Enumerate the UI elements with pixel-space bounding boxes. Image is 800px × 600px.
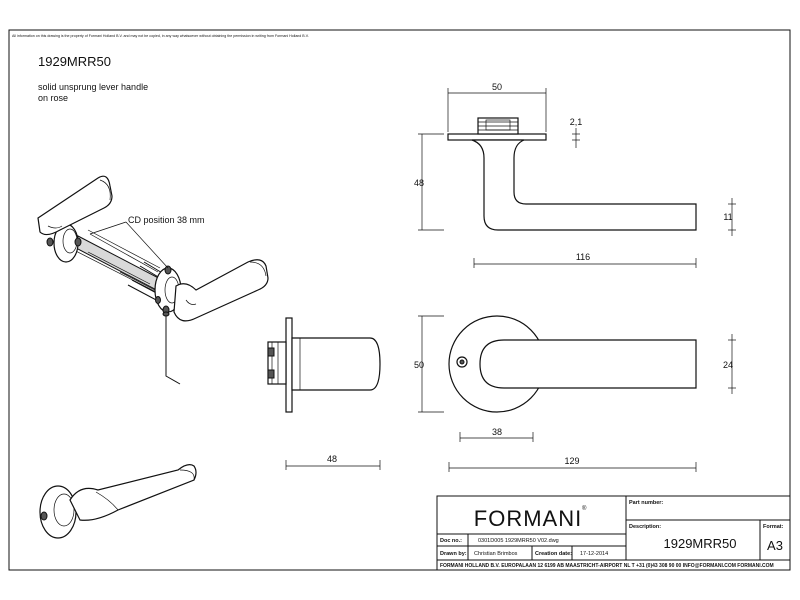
exploded-view <box>37 175 269 385</box>
dim-side-rose-height: 50 <box>414 360 424 370</box>
front-view-lever <box>479 339 697 389</box>
description-label: Description: <box>629 524 661 530</box>
right-lever <box>173 259 269 322</box>
drawn-by-value: Christian Brimbos <box>474 551 518 557</box>
format-value: A3 <box>767 538 783 553</box>
side-view: 48 <box>267 317 381 470</box>
doc-no-label: Doc no.: <box>440 538 462 544</box>
top-view-lever <box>471 139 697 231</box>
dim-lever-thickness: 11 <box>723 212 732 222</box>
company-address: FORMANI HOLLAND B.V. EUROPALAAN 12 6199 … <box>440 563 774 569</box>
perspective-lever <box>69 464 197 521</box>
description-value: 1929MRR50 <box>664 536 737 551</box>
brand-logo: FORMANI <box>474 506 582 531</box>
creation-date-value: 17-12-2014 <box>580 551 608 557</box>
doc-no-value: 0301D005 1929MRR50 V02.dwg <box>478 538 559 544</box>
product-description-line1: solid unsprung lever handle <box>38 82 148 92</box>
dim-side-depth: 48 <box>327 454 337 464</box>
format-label: Format: <box>763 524 784 530</box>
top-view-rose-plate <box>447 133 547 141</box>
creation-date-label: Creation date: <box>535 551 572 557</box>
brand-registered-mark: ® <box>582 505 587 512</box>
dim-front-length: 129 <box>564 456 579 466</box>
product-description-line2: on rose <box>38 93 68 103</box>
top-view: 50 2,1 48 11 116 <box>414 82 736 268</box>
disclaimer-text: All information on this drawing is the p… <box>12 34 309 38</box>
side-view-rose-plate <box>285 317 293 413</box>
cd-position-callout: CD position 38 mm <box>89 215 205 269</box>
perspective-view <box>39 464 197 539</box>
front-view: 50 24 38 129 <box>414 315 736 472</box>
product-code: 1929MRR50 <box>38 54 111 69</box>
title-block: FORMANI ® Part number: Description: 1929… <box>436 495 791 571</box>
side-view-lever <box>291 337 381 391</box>
left-lever <box>37 175 113 236</box>
part-number-label: Part number: <box>629 500 663 506</box>
dim-front-offset: 38 <box>492 427 502 437</box>
drawn-by-label: Drawn by: <box>440 551 467 557</box>
drawing-frame <box>8 29 791 571</box>
dim-lever-length: 116 <box>576 252 590 262</box>
dim-rose-thickness: 2,1 <box>570 117 583 127</box>
dim-height: 48 <box>414 178 424 188</box>
dim-top-rose-width: 50 <box>492 82 502 92</box>
callout-text: CD position 38 mm <box>128 215 205 225</box>
dim-front-lever-height: 24 <box>723 360 733 370</box>
